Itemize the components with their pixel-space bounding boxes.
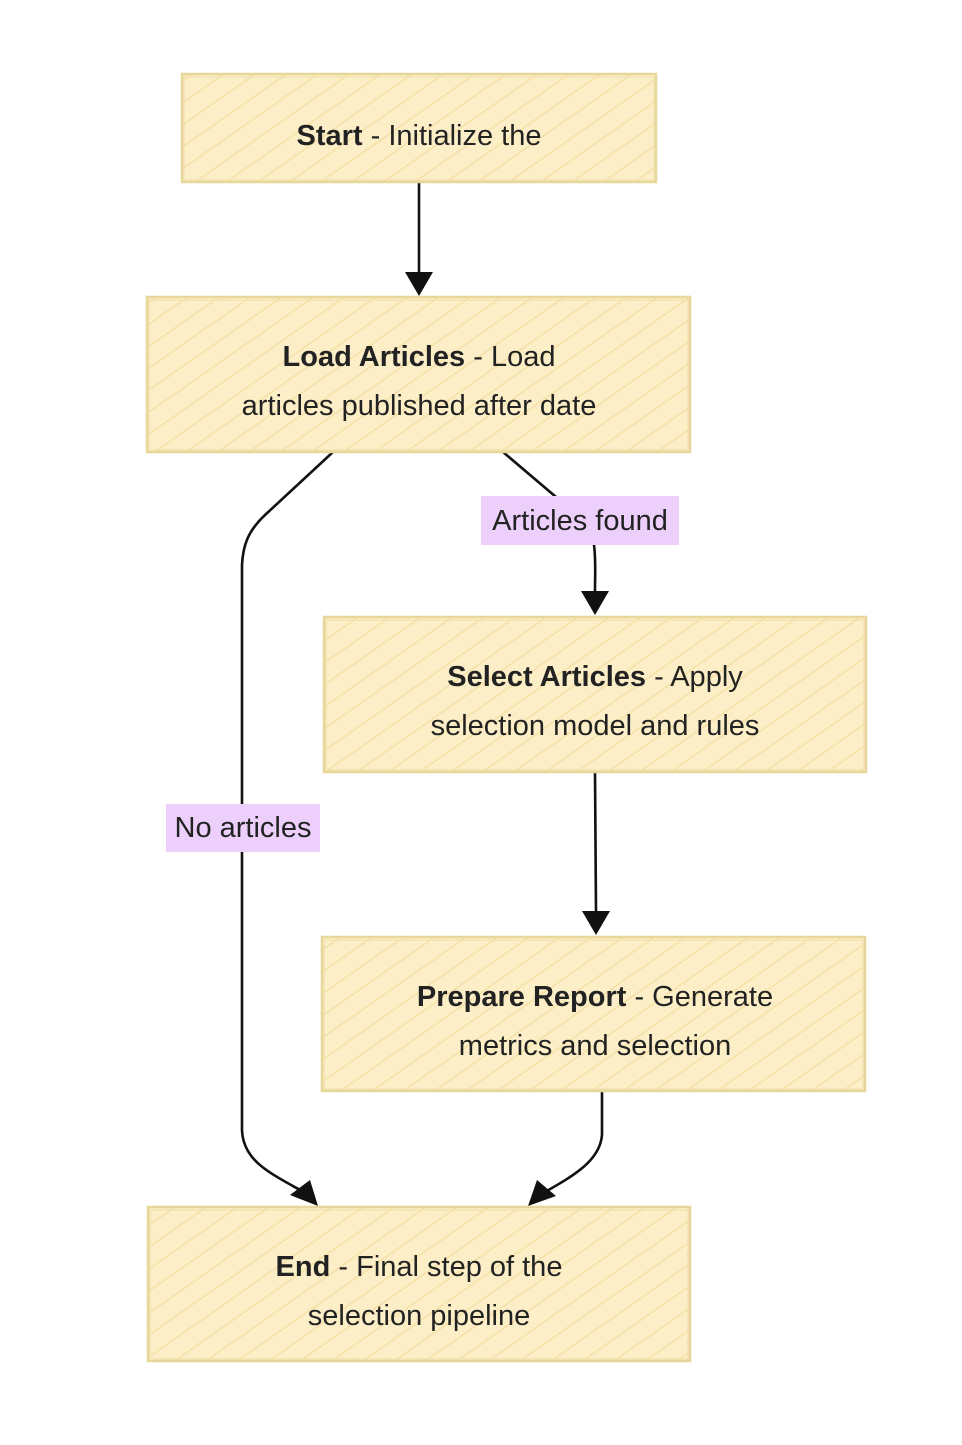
edge-report-to-end: [528, 1089, 604, 1206]
arrowhead-icon: [405, 272, 433, 296]
node-select-title: Select Articles: [447, 661, 646, 693]
edge-label-bg: [166, 804, 320, 852]
node-start-label: Start - Initialize the: [297, 120, 542, 152]
node-start: Start - Initialize the: [180, 72, 658, 184]
node-start-title: Start: [297, 120, 363, 152]
node-box: [180, 72, 658, 184]
edge-line: [543, 1089, 604, 1194]
arrowhead-icon: [528, 1180, 556, 1206]
node-end-title: End: [276, 1251, 331, 1283]
edge-select-to-report: [582, 770, 610, 935]
arrowhead-icon: [290, 1180, 318, 1206]
node-load-desc-line2: articles published after date: [242, 390, 597, 422]
node-box-outline: [323, 939, 864, 1090]
edge-label-bg: [481, 496, 679, 545]
edge-label-articles-found: Articles found: [492, 505, 668, 537]
node-box: [320, 935, 867, 1093]
node-load-title: Load Articles: [283, 341, 466, 373]
edge-line: [592, 543, 597, 594]
node-box: [322, 615, 868, 774]
node-end-desc-line1: - Final step of the: [330, 1251, 562, 1283]
node-select-desc-line2: selection model and rules: [431, 710, 760, 742]
edge-line: [501, 450, 558, 499]
arrowhead-icon: [582, 911, 610, 935]
node-box-outline: [148, 299, 689, 451]
node-end-desc-line2: selection pipeline: [308, 1300, 530, 1332]
edge-line: [240, 450, 335, 806]
edge-line: [240, 850, 302, 1192]
node-select-articles: Select Articles - Apply selection model …: [322, 615, 868, 774]
node-box-outline: [325, 619, 865, 771]
node-box: [146, 1205, 692, 1363]
arrowhead-icon: [581, 591, 609, 615]
node-load-articles: Load Articles - Load articles published …: [145, 295, 692, 454]
node-report-desc-line1: - Generate: [626, 981, 773, 1013]
node-report-title: Prepare Report: [417, 981, 627, 1013]
node-end: End - Final step of the selection pipeli…: [146, 1205, 692, 1363]
edge-label-no-articles: No articles: [175, 812, 312, 844]
node-end-label-line1: End - Final step of the: [276, 1251, 563, 1283]
node-box: [145, 295, 692, 454]
node-report-desc-line2: metrics and selection: [459, 1030, 731, 1062]
edge-start-to-load: [405, 180, 433, 296]
node-box-outline: [149, 1209, 689, 1360]
node-box-outline: [183, 76, 655, 181]
node-prepare-report: Prepare Report - Generate metrics and se…: [320, 935, 867, 1093]
node-select-desc-line1: - Apply: [646, 661, 743, 693]
node-select-label-line1: Select Articles - Apply: [447, 661, 743, 693]
node-load-label-line1: Load Articles - Load: [283, 341, 556, 373]
node-load-desc-line1: - Load: [465, 341, 555, 373]
node-start-desc-line1: - Initialize the: [363, 120, 542, 152]
edge-load-to-end: No articles: [166, 450, 335, 1206]
edge-line: [593, 770, 598, 914]
node-report-label-line1: Prepare Report - Generate: [417, 981, 773, 1013]
edge-load-to-select: Articles found: [481, 450, 679, 615]
